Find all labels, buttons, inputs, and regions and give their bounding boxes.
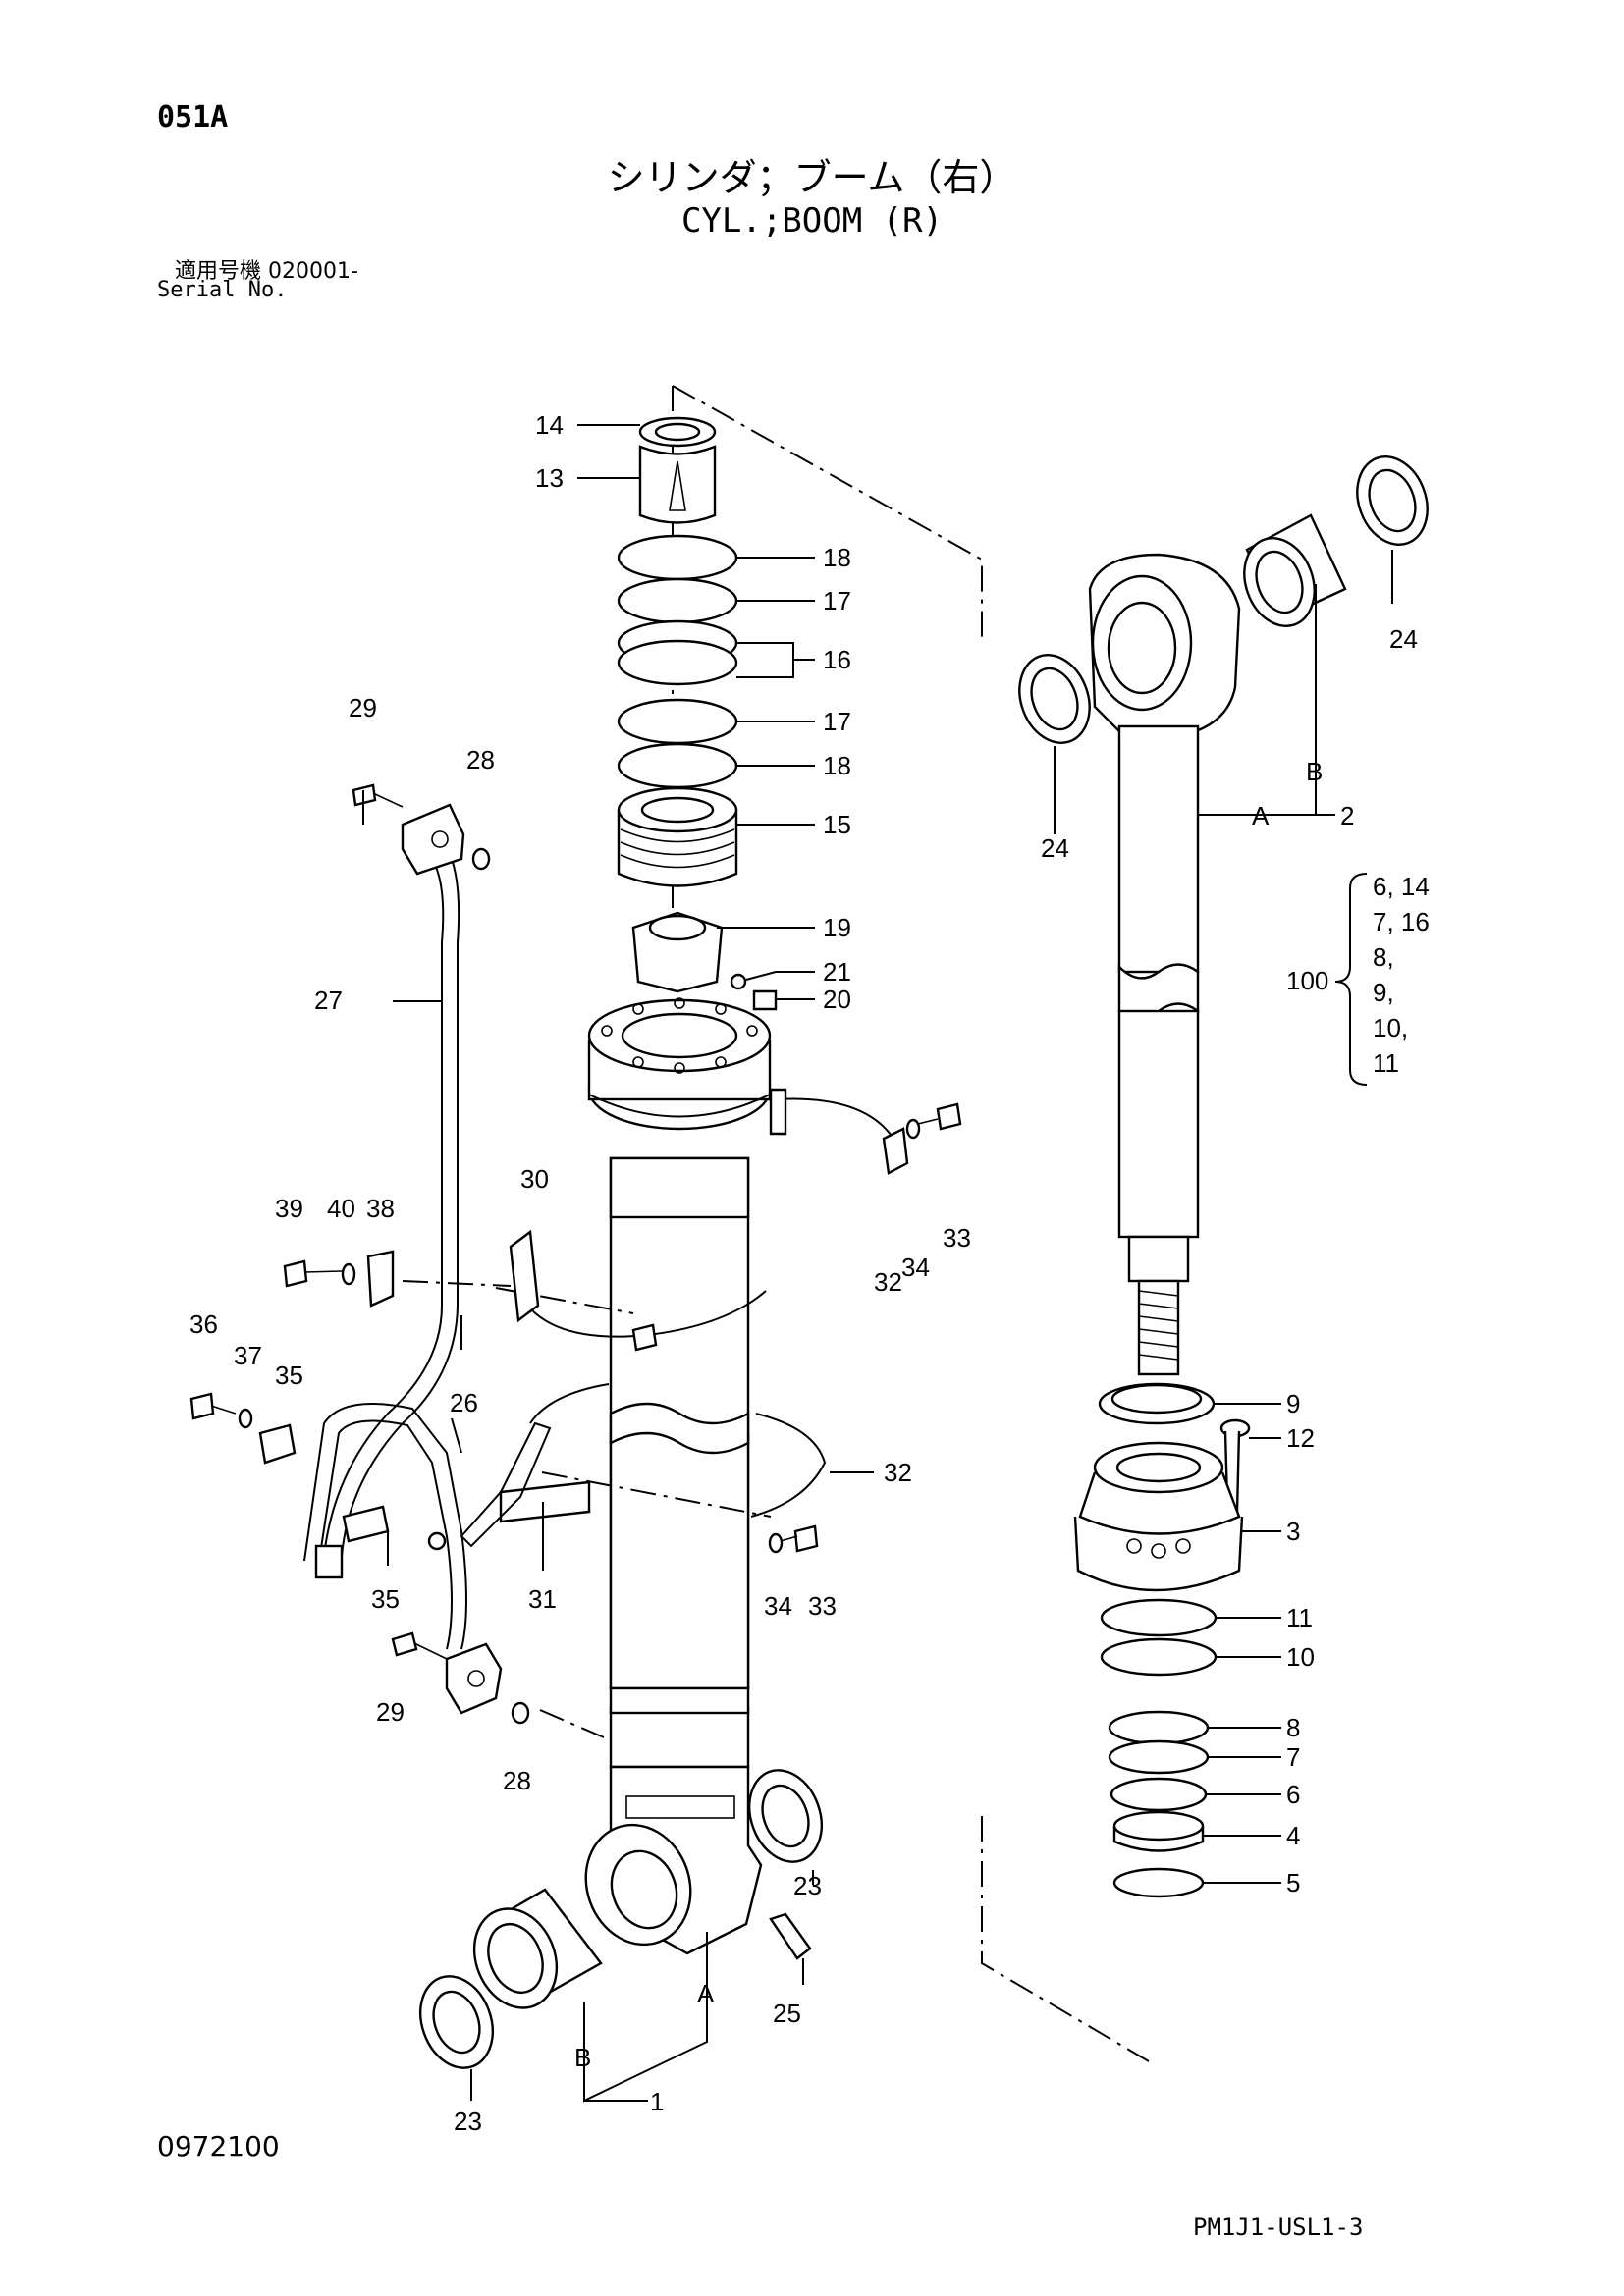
callout-2: 2	[1340, 801, 1354, 830]
callout-19: 19	[823, 913, 851, 942]
callout-33: 33	[808, 1591, 837, 1621]
page-code: 051A	[157, 100, 229, 134]
kit-line-6: 11	[1373, 1048, 1399, 1078]
callout-38: 38	[366, 1194, 395, 1223]
callout-21: 21	[823, 957, 851, 987]
callout-11: 11	[1286, 1603, 1313, 1632]
callout-28: 28	[466, 745, 495, 774]
callout-40: 40	[327, 1194, 355, 1223]
callout-B: B	[574, 2043, 591, 2072]
kit-line-5: 10,	[1373, 1013, 1408, 1042]
callout-10: 10	[1286, 1642, 1315, 1672]
callout-25: 25	[773, 1999, 801, 2028]
serial-label: Serial No.	[157, 278, 288, 302]
kit-100-bracket: 100 6, 14 7, 16 8, 9, 10, 11	[1286, 872, 1430, 1086]
callout-27: 27	[314, 986, 343, 1015]
piston-seal-stack	[617, 416, 778, 1011]
callout-36: 36	[189, 1309, 218, 1339]
callout-31: 31	[528, 1584, 557, 1614]
callout-18: 18	[823, 543, 851, 572]
kit-line-3: 8,	[1373, 942, 1394, 972]
callout-7: 7	[1286, 1742, 1300, 1772]
callout-12: 12	[1286, 1423, 1315, 1453]
callout-13: 13	[535, 463, 564, 493]
callout-3: 3	[1286, 1517, 1300, 1546]
callout-4: 4	[1286, 1821, 1300, 1850]
callout-29: 29	[349, 693, 377, 722]
callout-9: 9	[1286, 1389, 1300, 1418]
footer-right-code: PM1J1-USL1-3	[1193, 2214, 1364, 2241]
callout-37: 37	[234, 1341, 262, 1370]
kit-number: 100	[1286, 966, 1328, 995]
kit-line-2: 7, 16	[1373, 907, 1430, 936]
callout-35: 35	[371, 1584, 400, 1614]
callout-26: 26	[450, 1388, 478, 1417]
callout-6: 6	[1286, 1780, 1300, 1809]
callout-39: 39	[275, 1194, 303, 1223]
callout-28: 28	[503, 1766, 531, 1795]
callout-B: B	[1306, 757, 1323, 786]
base-bushings	[419, 1769, 823, 2069]
callout-17: 17	[823, 586, 851, 615]
callout-24: 24	[1041, 833, 1069, 863]
callout-33: 33	[943, 1223, 971, 1253]
callout-35: 35	[275, 1361, 303, 1390]
callout-20: 20	[823, 985, 851, 1014]
callout-32: 32	[884, 1458, 912, 1487]
kit-line-1: 6, 14	[1373, 872, 1430, 901]
title-english: CYL.;BOOM (R)	[680, 201, 944, 240]
serial-range: 適用号機 020001-	[175, 259, 358, 284]
callout-15: 15	[823, 810, 851, 839]
callout-32: 32	[874, 1267, 902, 1297]
callout-24: 24	[1389, 624, 1418, 654]
callout-30: 30	[520, 1164, 549, 1194]
footer-left-code: 0972100	[157, 2130, 280, 2163]
piston-rod	[1018, 455, 1429, 1898]
callout-8: 8	[1286, 1713, 1300, 1742]
callout-14: 14	[535, 410, 564, 440]
callout-5: 5	[1286, 1868, 1300, 1897]
kit-line-4: 9,	[1373, 978, 1394, 1007]
callout-A: A	[697, 1979, 715, 2008]
title-japanese: シリンダ；ブーム（右）	[607, 156, 1017, 199]
callout-labels: 14 13 18 17 16 17 18 15 19 21 20 24 24 B…	[189, 410, 1418, 2136]
callout-17: 17	[823, 707, 851, 736]
callout-1: 1	[650, 2087, 664, 2116]
callout-34: 34	[764, 1591, 792, 1621]
callout-A: A	[1252, 801, 1270, 830]
hydraulic-pipes	[303, 783, 530, 1725]
cylinder-tube	[584, 997, 772, 1955]
callout-16: 16	[823, 645, 851, 674]
callout-29: 29	[376, 1697, 405, 1727]
callout-18: 18	[823, 751, 851, 780]
callout-23: 23	[793, 1871, 822, 1900]
callout-34: 34	[901, 1253, 930, 1282]
pipe-clamps	[189, 1088, 962, 1554]
callout-23: 23	[454, 2107, 482, 2136]
